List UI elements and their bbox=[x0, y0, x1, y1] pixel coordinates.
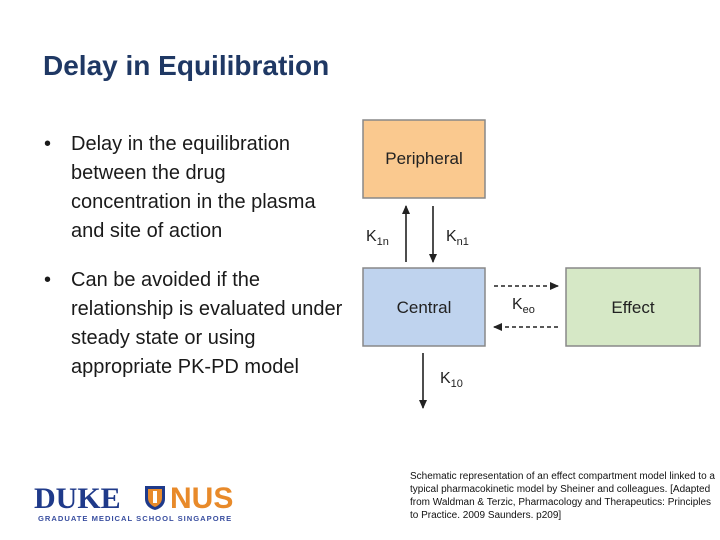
duke-nus-logo: DUKE NUS GRADUATE MEDICAL SCHOOL SINGAPO… bbox=[34, 482, 249, 527]
effect-label: Effect bbox=[611, 298, 654, 317]
slide-title: Delay in Equilibration bbox=[43, 50, 330, 81]
bullet-dot: • bbox=[44, 269, 52, 291]
peripheral-compartment-box bbox=[362, 119, 486, 199]
logo-duke-text: DUKE bbox=[34, 482, 121, 515]
logo-nus-text: NUS bbox=[170, 482, 234, 515]
figure-caption: Schematic representation of an effect co… bbox=[410, 471, 715, 521]
crest-icon bbox=[145, 486, 165, 510]
logo-tagline: GRADUATE MEDICAL SCHOOL SINGAPORE bbox=[38, 514, 233, 523]
central-label: Central bbox=[397, 298, 452, 317]
central-compartment-box bbox=[362, 267, 486, 347]
kn1-label: Kn1 bbox=[446, 228, 469, 248]
bullet-item: • Delay in the equilibration between the… bbox=[40, 130, 350, 246]
keo-label: Keo bbox=[512, 296, 535, 316]
k1n-label: K1n bbox=[366, 228, 389, 248]
k10-label: K10 bbox=[440, 370, 463, 390]
bullet-dot: • bbox=[44, 133, 52, 155]
peripheral-label: Peripheral bbox=[385, 149, 463, 168]
bullet-text: Can be avoided if the relationship is ev… bbox=[71, 269, 343, 378]
bullet-list: • Delay in the equilibration between the… bbox=[40, 130, 350, 402]
effect-compartment-box bbox=[565, 267, 701, 347]
bullet-item: • Can be avoided if the relationship is … bbox=[40, 266, 350, 382]
bullet-text: Delay in the equilibration between the d… bbox=[71, 133, 316, 242]
